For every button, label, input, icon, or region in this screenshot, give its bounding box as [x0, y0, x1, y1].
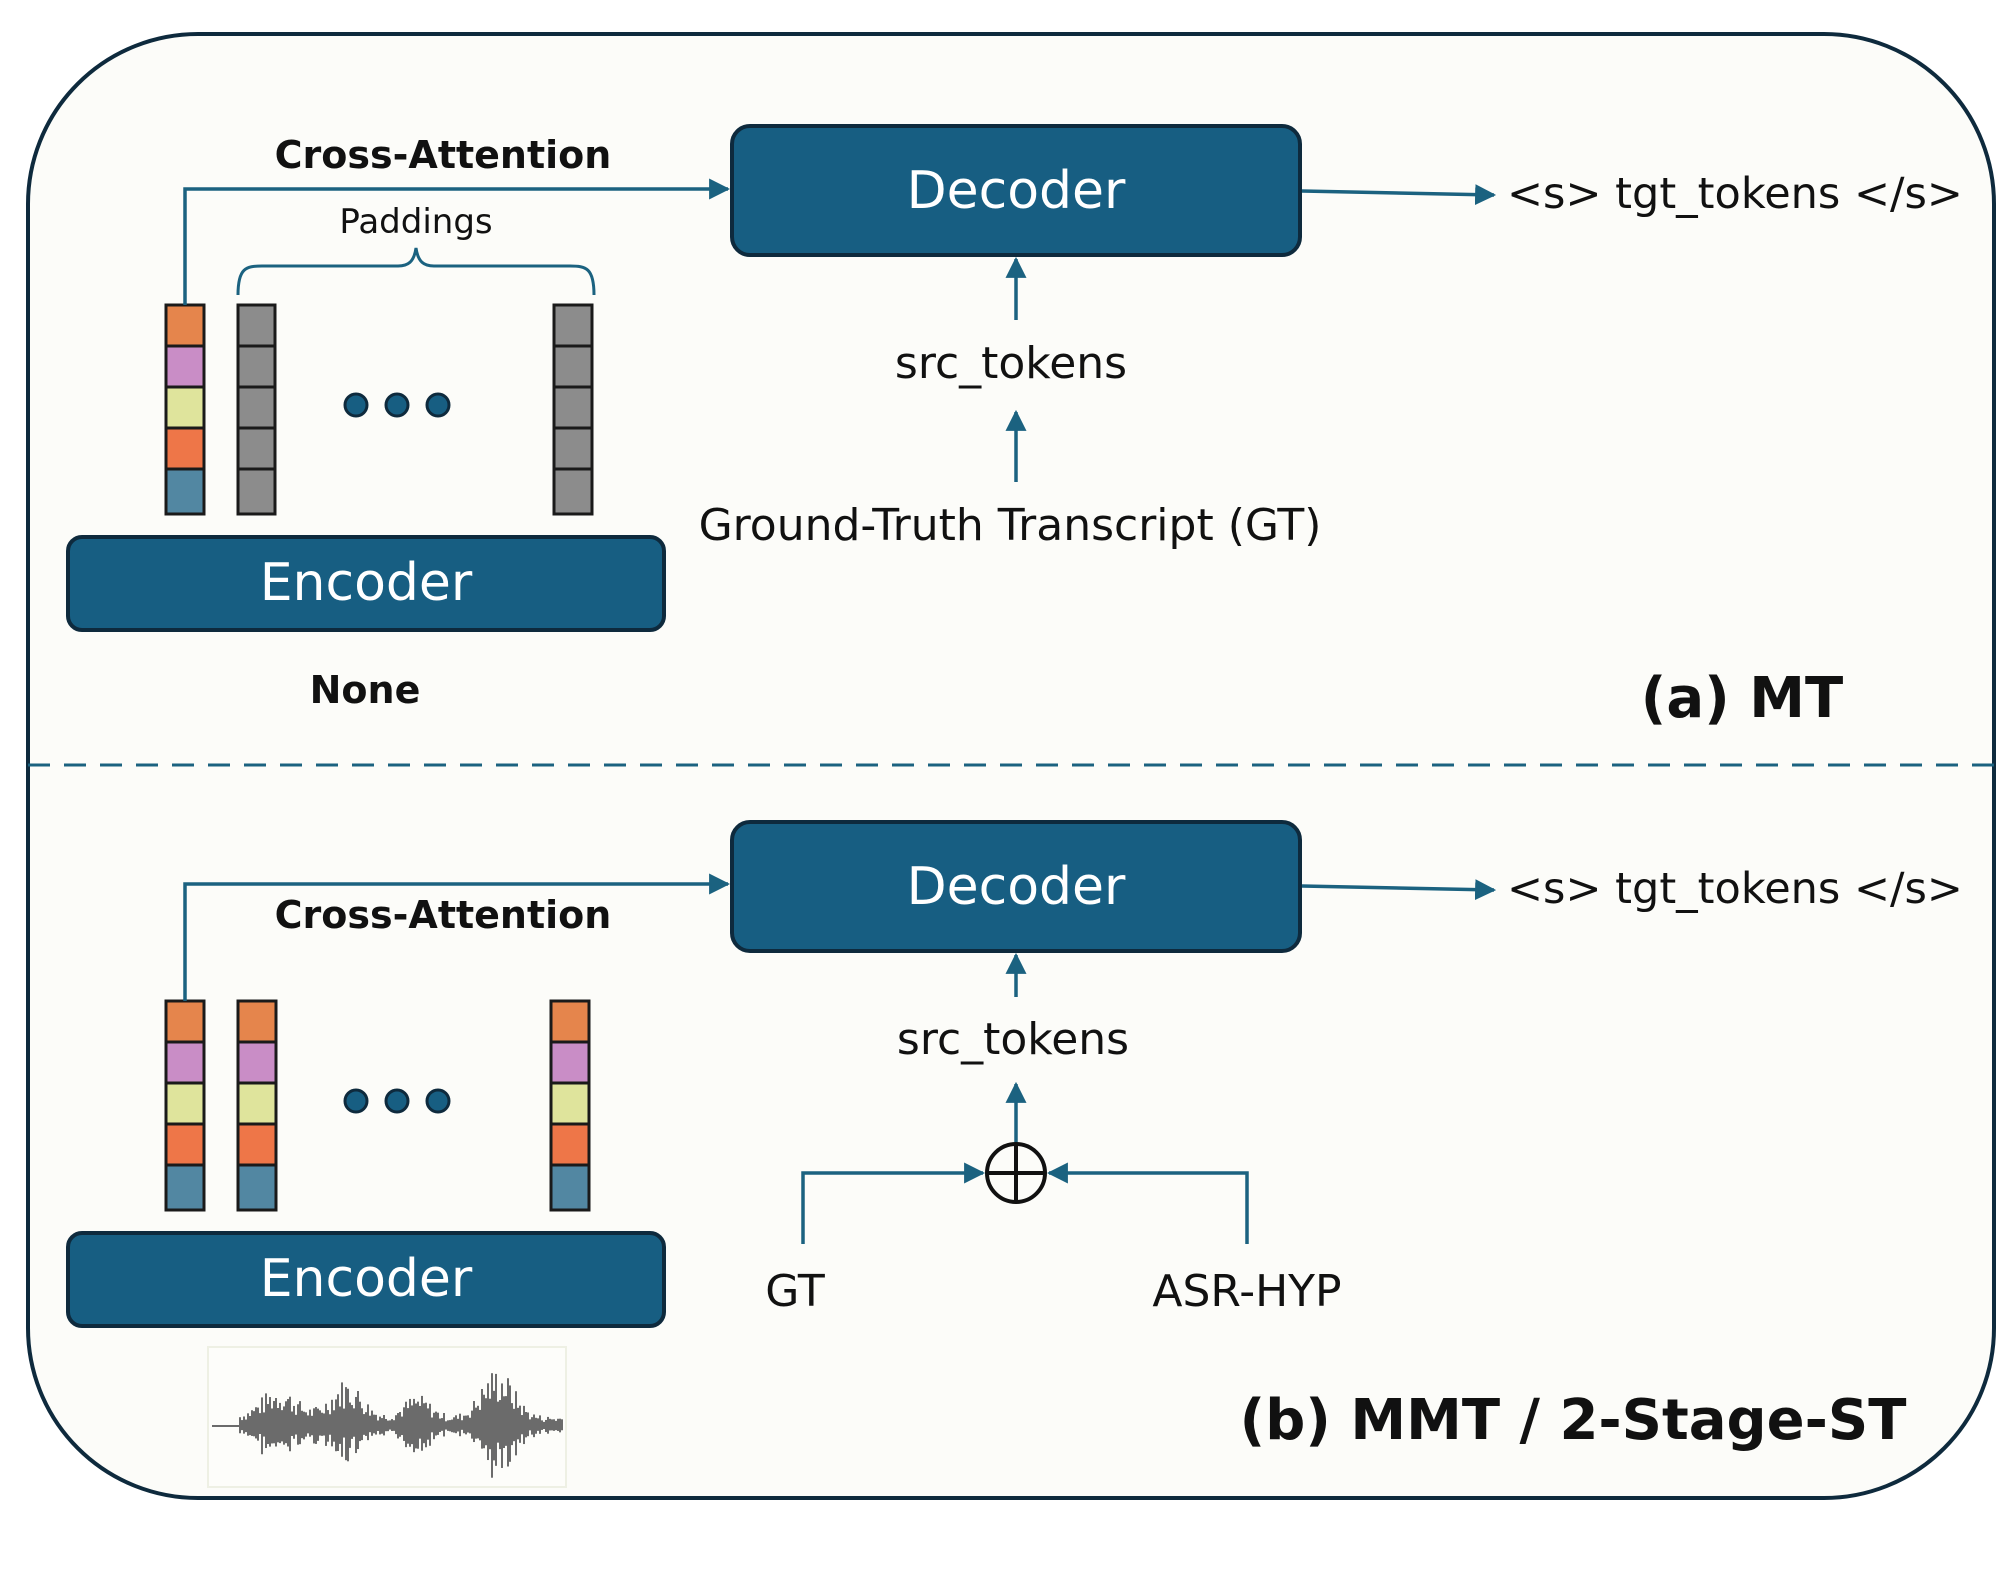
padding-column-last [552, 303, 594, 516]
decoder-box [730, 124, 1302, 257]
paddings-label: Paddings [339, 202, 492, 242]
panel-b-title: (b) MMT / 2-Stage-ST [1240, 1388, 1907, 1453]
token-column [164, 303, 206, 516]
decoder-box [730, 820, 1302, 953]
decoder-label: Decoder [907, 857, 1126, 917]
encoder-label: Encoder [260, 553, 473, 613]
output-arrow [1301, 184, 1497, 206]
padding-column-first [236, 303, 277, 516]
panel-b: Decoder Encoder [66, 820, 1963, 1488]
token-column-2 [236, 999, 278, 1212]
panel-a-title: (a) MT [1641, 666, 1843, 731]
src-tokens-label: src_tokens [897, 1014, 1129, 1065]
source-label: Ground-Truth Transcript (GT) [699, 500, 1322, 551]
paddings-brace [236, 247, 596, 296]
decoder-label: Decoder [907, 161, 1126, 221]
panel-a: Decoder Encoder [66, 124, 1963, 731]
circled-plus-icon [985, 1142, 1047, 1204]
encoder-box [66, 1231, 666, 1328]
output-label: <s> tgt_tokens </s> [1507, 169, 1963, 219]
src-tokens-label: src_tokens [895, 338, 1127, 389]
token-column-1 [164, 999, 206, 1212]
cross-attention-label: Cross-Attention [275, 133, 612, 177]
output-label: <s> tgt_tokens </s> [1507, 864, 1963, 914]
encoder-input-label: None [310, 668, 421, 712]
token-column-last [549, 999, 591, 1212]
cross-attention-arrow [183, 873, 731, 1001]
cross-attention-arrow [183, 178, 731, 305]
cross-attention-label: Cross-Attention [275, 893, 612, 937]
output-arrow [1301, 879, 1497, 901]
asr-hyp-arrow [1046, 1162, 1249, 1244]
ellipsis-dots-icon [343, 392, 451, 418]
asr-hyp-label: ASR-HYP [1152, 1266, 1341, 1317]
encoder-box [66, 535, 666, 632]
gt-label: GT [765, 1266, 825, 1317]
gt-arrow [801, 1162, 986, 1244]
waveform-icon [207, 1346, 567, 1488]
ellipsis-dots-icon [343, 1088, 451, 1114]
encoder-label: Encoder [260, 1249, 473, 1309]
